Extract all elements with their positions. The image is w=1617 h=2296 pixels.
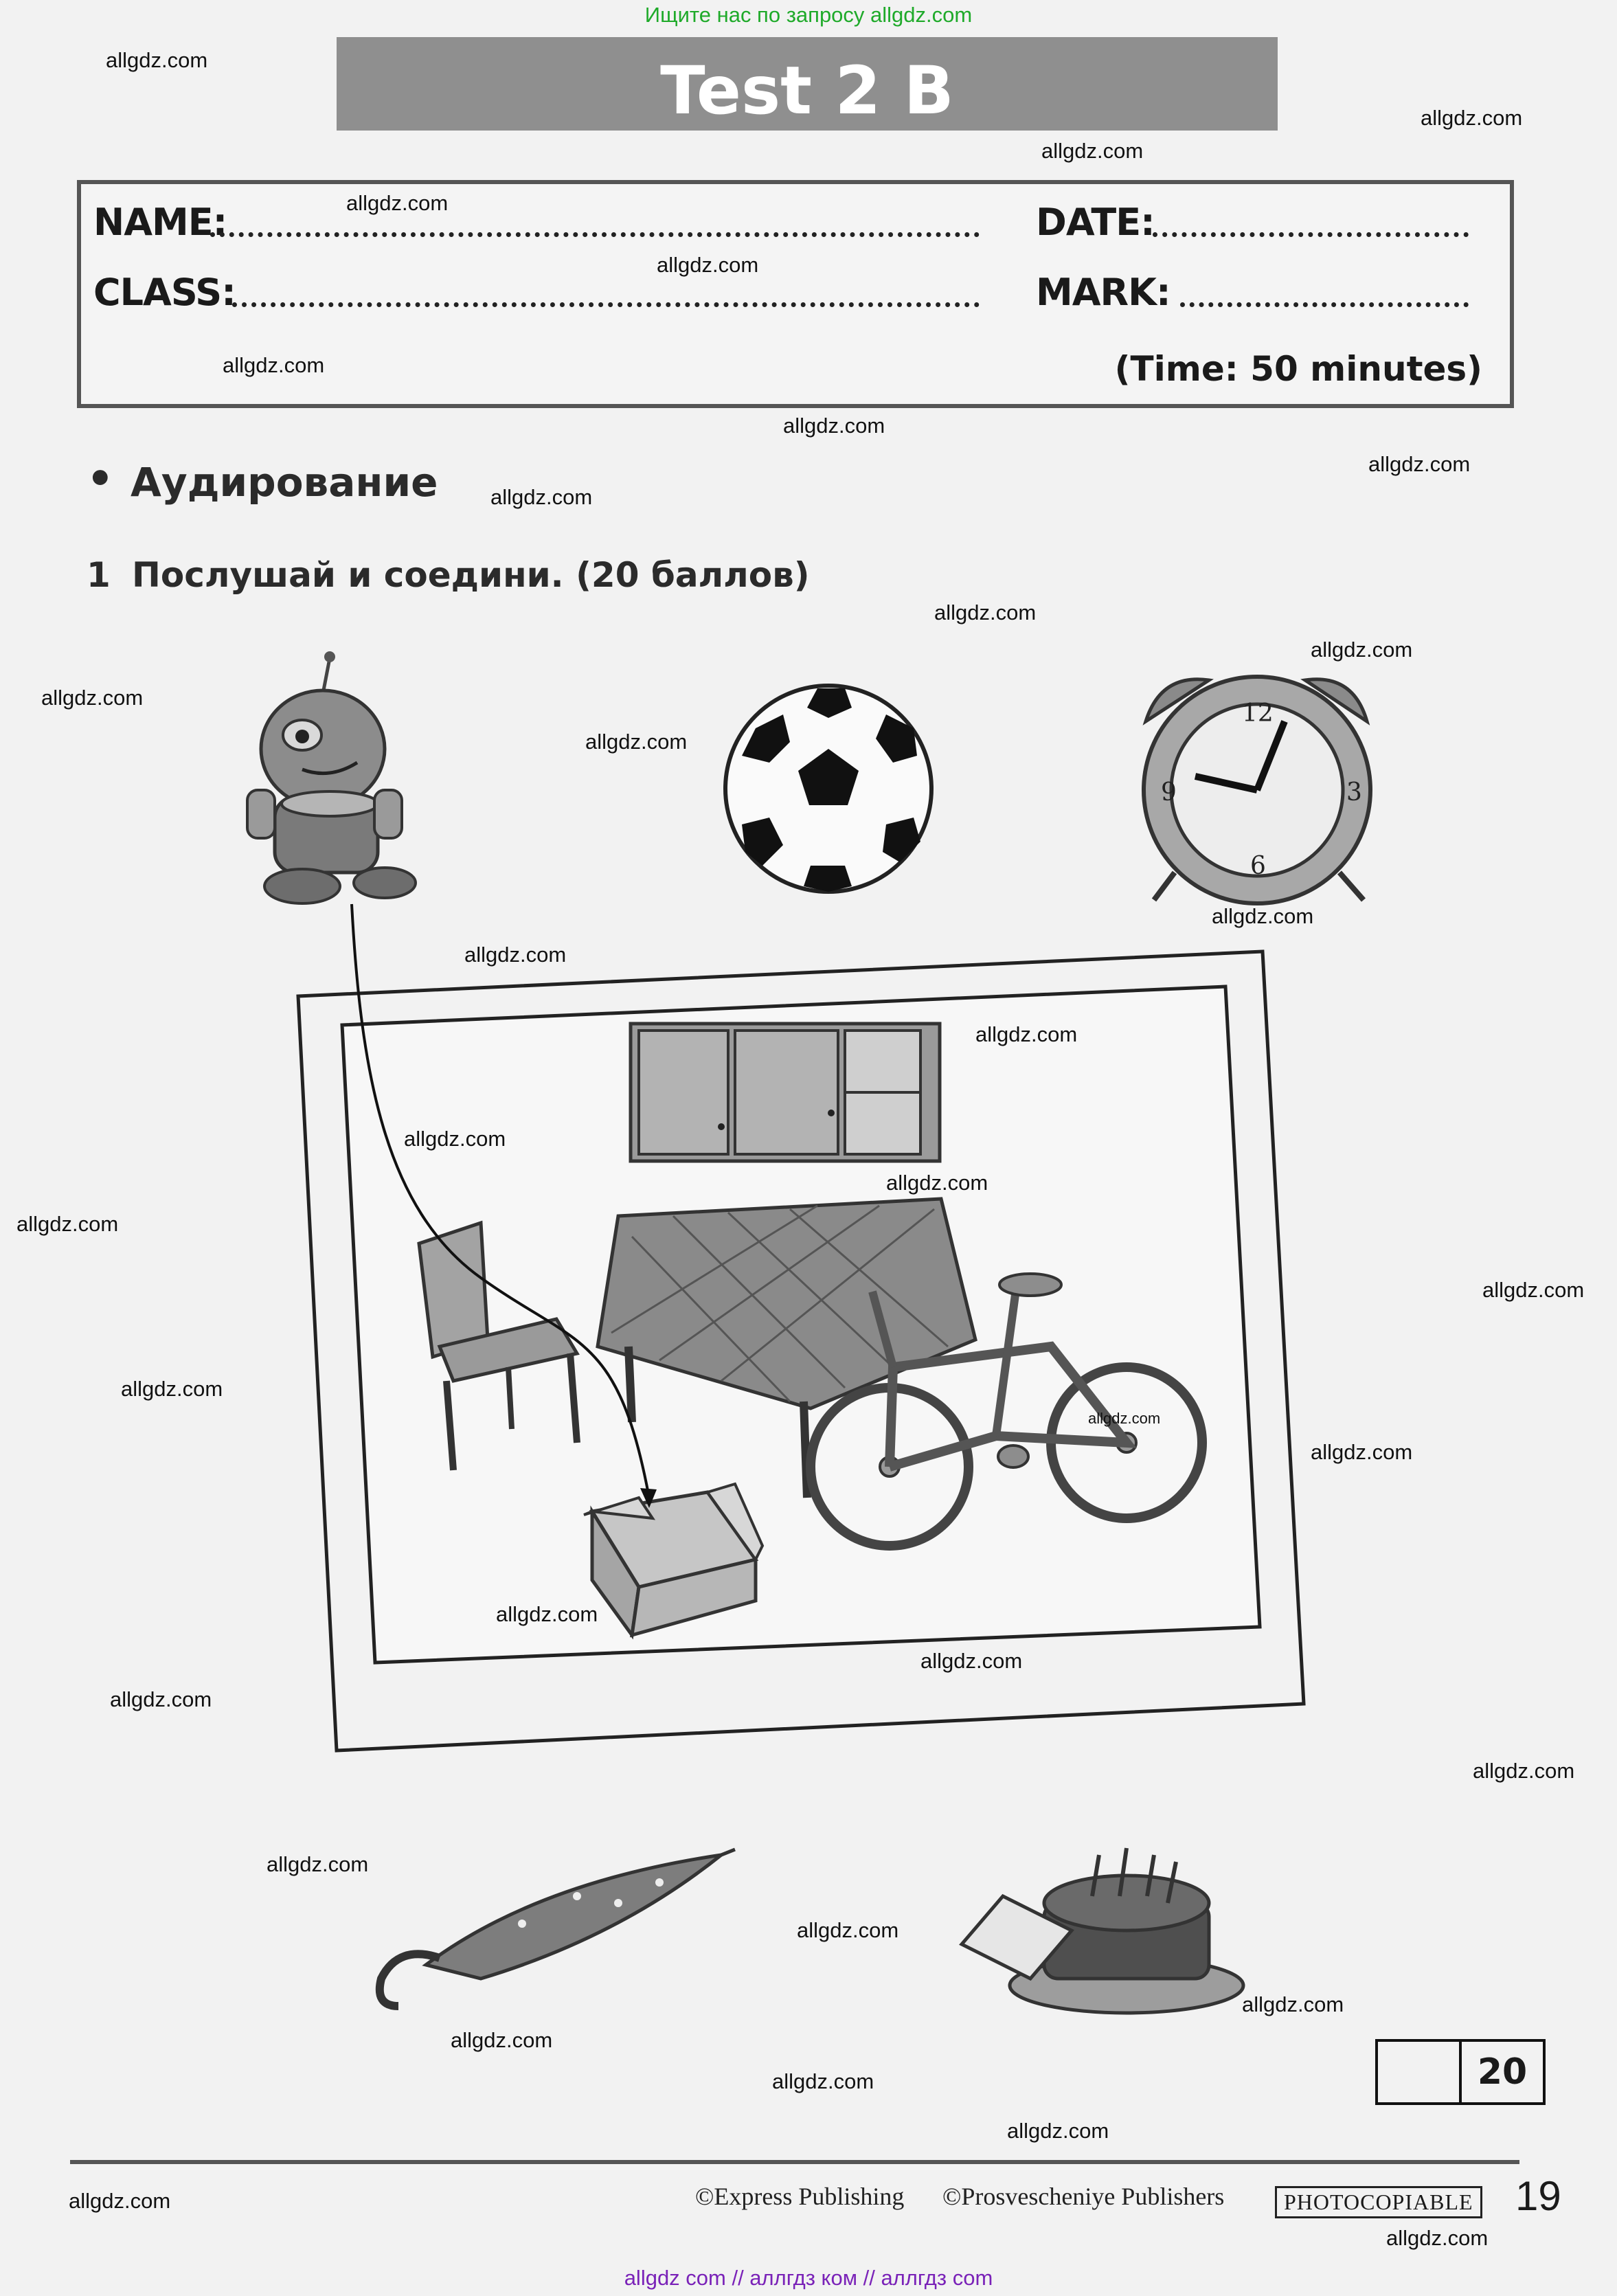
- watermark: allgdz.com: [464, 943, 567, 967]
- watermark: allgdz.com: [110, 1687, 212, 1711]
- watermark: allgdz.com: [404, 1127, 506, 1151]
- watermark: allgdz.com: [1368, 452, 1471, 476]
- watermark: allgdz.com: [451, 2028, 553, 2052]
- watermark: allgdz.com: [1088, 1410, 1161, 1427]
- task-number: 1: [87, 555, 111, 595]
- watermark: allgdz.com: [1311, 1440, 1413, 1464]
- watermark: allgdz.com: [657, 253, 759, 277]
- photocopiable-label: PHOTOCOPIABLE: [1275, 2186, 1482, 2218]
- svg-text:6: 6: [1250, 852, 1266, 880]
- date-label: DATE:: [1036, 201, 1155, 244]
- box-icon[interactable]: [583, 1482, 765, 1640]
- class-field[interactable]: [232, 302, 980, 307]
- watermark: allgdz.com: [1473, 1759, 1575, 1783]
- watermark: allgdz.com: [267, 1852, 369, 1876]
- watermark: allgdz.com: [1311, 638, 1413, 662]
- score-max: 20: [1477, 2051, 1528, 2093]
- watermark: allgdz.com: [975, 1022, 1078, 1046]
- robot-icon[interactable]: [246, 651, 417, 905]
- watermark: allgdz.com: [16, 1212, 119, 1236]
- name-field[interactable]: [210, 232, 980, 237]
- watermark: allgdz.com: [1242, 1992, 1344, 2016]
- football-icon[interactable]: [723, 684, 934, 894]
- top-banner: Ищите нас по запросу allgdz.com: [644, 3, 973, 27]
- watermark: allgdz.com: [1482, 1278, 1585, 1302]
- time-limit: (Time: 50 minutes): [1114, 349, 1482, 389]
- watermark: allgdz.com: [106, 48, 208, 72]
- score-input-cell[interactable]: [1378, 2042, 1462, 2102]
- table-icon[interactable]: [596, 1197, 977, 1498]
- alarm-clock-icon[interactable]: 12 3 6 9: [1142, 675, 1372, 905]
- watermark: allgdz.com: [934, 600, 1037, 624]
- date-field[interactable]: [1153, 232, 1469, 237]
- watermark: allgdz.com: [585, 730, 688, 754]
- watermark: allgdz.com: [1041, 139, 1144, 163]
- class-label: CLASS:: [93, 271, 236, 314]
- watermark: allgdz.com: [121, 1377, 223, 1401]
- watermark: allgdz.com: [496, 1602, 598, 1626]
- birthday-cake-icon[interactable]: [959, 1847, 1245, 2015]
- watermark: allgdz.com: [1421, 106, 1523, 130]
- watermark: allgdz.com: [346, 191, 449, 215]
- watermark: allgdz.com: [1212, 904, 1314, 928]
- publisher-1: ©Express Publishing: [695, 2183, 905, 2210]
- page-number: 19: [1515, 2173, 1561, 2219]
- bottom-banner: allgdz com // аллгдз ком // аллгдз com: [624, 2266, 993, 2290]
- task-instruction: Послушай и соедини. (20 баллов): [132, 555, 810, 595]
- bicycle-icon[interactable]: [806, 1272, 1207, 1551]
- svg-text:3: 3: [1346, 778, 1362, 807]
- student-info-box: NAME: DATE: CLASS: MARK: (Time: 50 minut…: [77, 180, 1514, 408]
- page-title: Test 2 B: [660, 52, 954, 129]
- name-label: NAME:: [93, 201, 227, 244]
- section-bullet: •: [87, 453, 114, 504]
- cupboard-icon[interactable]: [629, 1022, 942, 1163]
- watermark: allgdz.com: [797, 1918, 899, 1942]
- watermark: allgdz.com: [783, 414, 885, 438]
- watermark: allgdz.com: [886, 1171, 988, 1195]
- title-bar: Test 2 B: [337, 37, 1278, 131]
- mark-field[interactable]: [1180, 302, 1469, 307]
- watermark: allgdz.com: [1386, 2226, 1489, 2250]
- watermark: allgdz.com: [1007, 2119, 1109, 2143]
- chair-icon[interactable]: [417, 1220, 580, 1471]
- footer-divider: [70, 2160, 1519, 2164]
- watermark: allgdz.com: [41, 686, 144, 710]
- watermark: allgdz.com: [69, 2189, 171, 2213]
- section-heading: Аудирование: [131, 459, 438, 506]
- watermark: allgdz.com: [920, 1649, 1023, 1673]
- score-box: 20: [1375, 2039, 1546, 2105]
- watermark: allgdz.com: [772, 2069, 874, 2093]
- publisher-2: ©Prosvescheniye Publishers: [942, 2183, 1225, 2210]
- watermark: allgdz.com: [223, 353, 325, 377]
- umbrella-icon[interactable]: [375, 1847, 736, 2010]
- mark-label: MARK:: [1036, 271, 1171, 314]
- svg-text:12: 12: [1242, 699, 1274, 728]
- svg-text:9: 9: [1161, 778, 1177, 807]
- watermark: allgdz.com: [490, 485, 593, 509]
